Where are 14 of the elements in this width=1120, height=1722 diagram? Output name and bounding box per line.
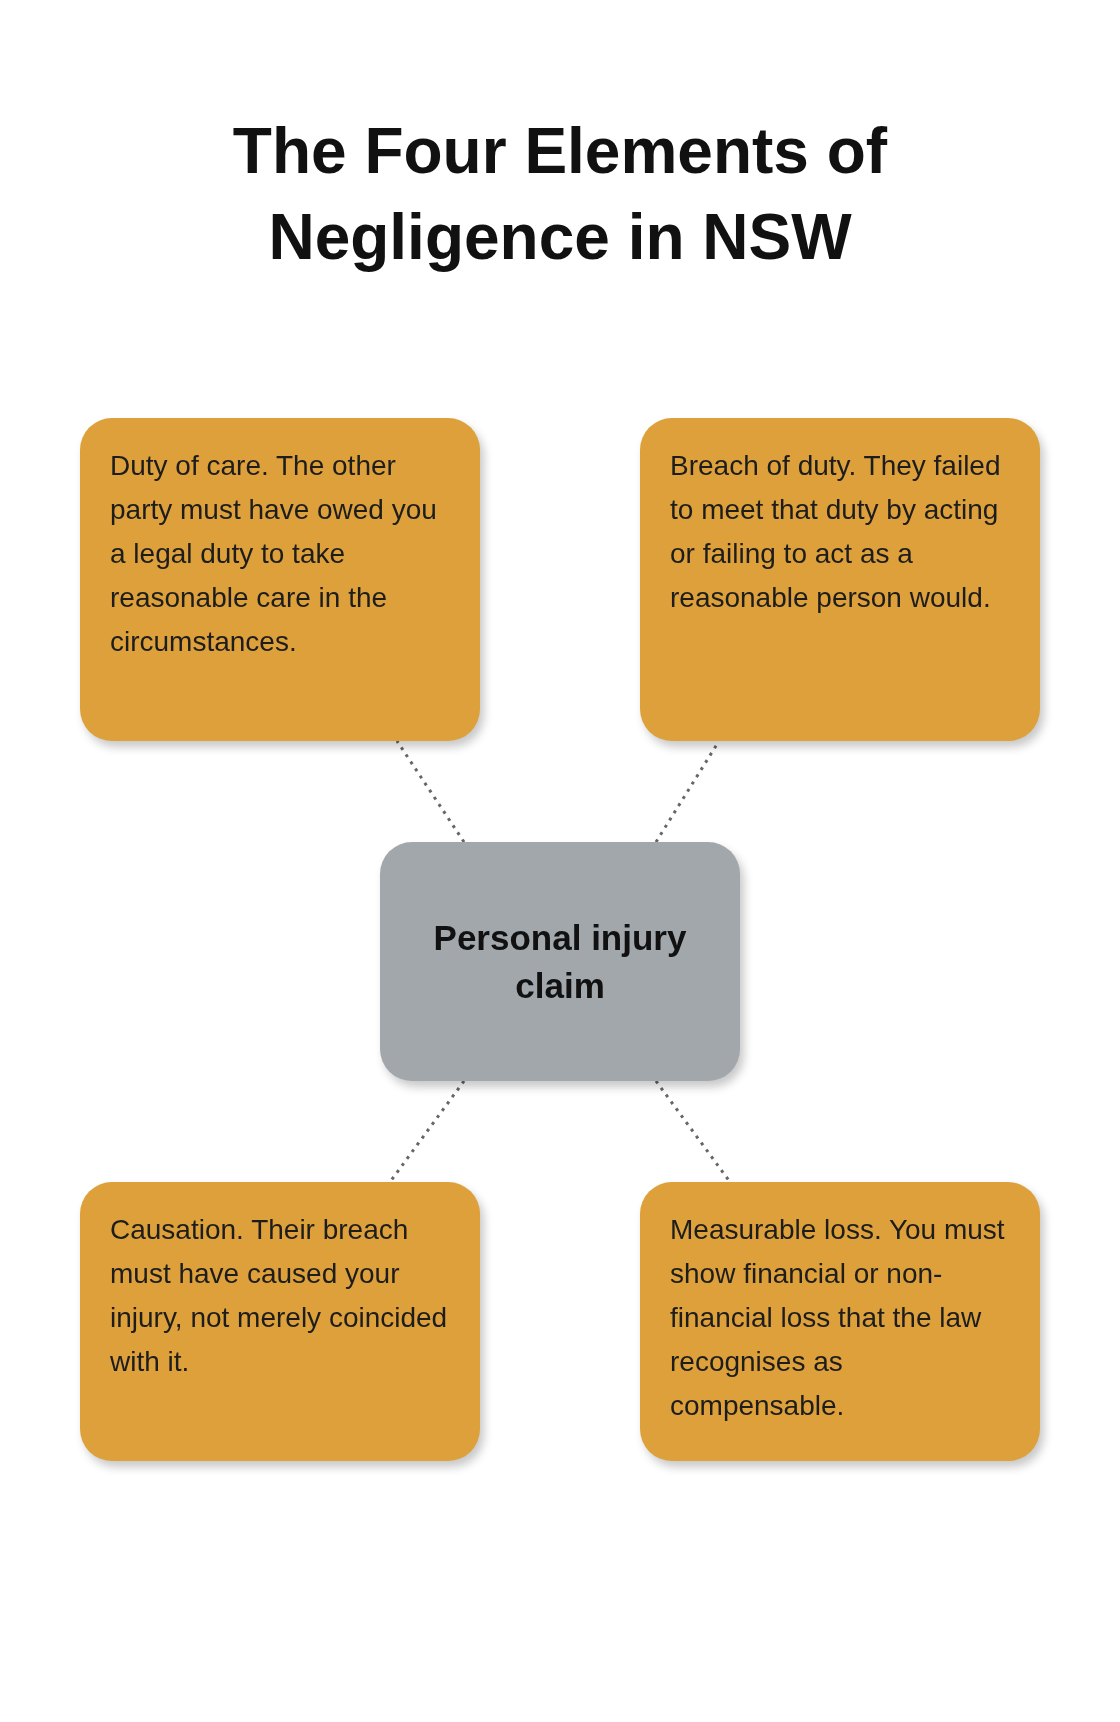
element-description: Measurable loss. You must show financial or non-financial loss that the law recognises as compensable.: [670, 1213, 1006, 1423]
diagram-title: The Four Elements of Negligence in NSW: [231, 114, 889, 275]
dotted-connector: [395, 740, 466, 843]
element-box: [80, 418, 480, 741]
element-box: [80, 1182, 480, 1461]
dotted-connector: [654, 1080, 732, 1183]
element-box: [640, 1182, 1040, 1461]
element-description: Causation. Their breach must have caused your injury, not merely coincided with it.: [110, 1213, 449, 1379]
element-description: Breach of duty. They failed to meet that duty by acting or failing to act as a reasonable person would.: [670, 449, 1002, 615]
element-box: [640, 418, 1040, 741]
element-description: Duty of care. The other party must have owed you a legal duty to take reasonable care in the circumstances.: [110, 449, 438, 659]
central-box: [380, 842, 740, 1081]
dotted-connector: [388, 1080, 466, 1183]
central-label: Personal injury claim: [432, 916, 688, 1007]
